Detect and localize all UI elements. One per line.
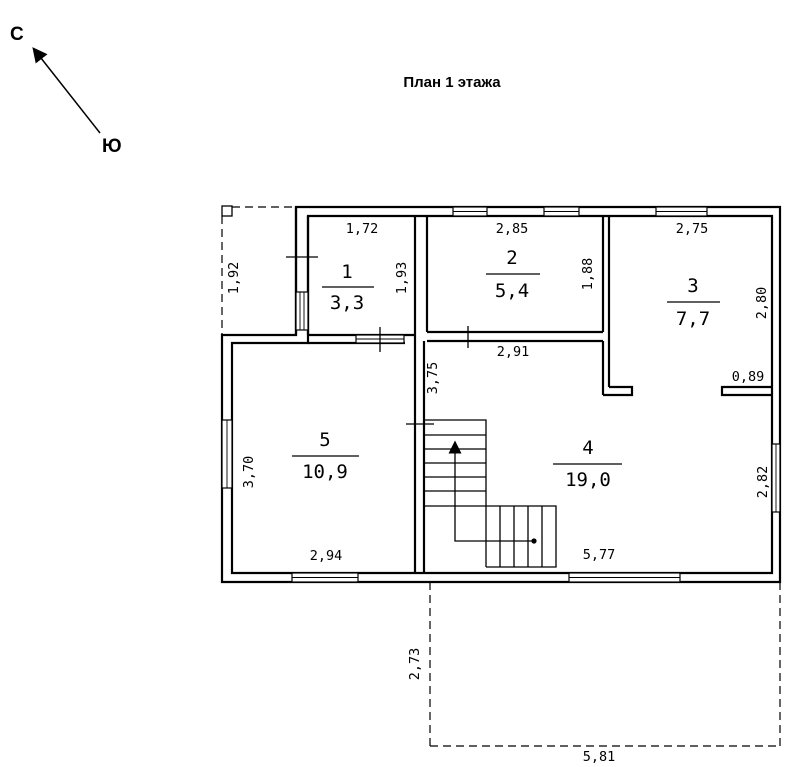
compass: С Ю	[10, 24, 122, 157]
room-label-3: 3 7,7	[667, 275, 720, 330]
room-label-5: 5 10,9	[292, 429, 359, 483]
walls	[220, 205, 782, 584]
window-room1-side	[295, 291, 309, 331]
window-top-3	[655, 206, 708, 217]
plan-title: План 1 этажа	[403, 74, 501, 91]
room-number: 1	[341, 261, 352, 283]
room-area: 19,0	[565, 469, 611, 491]
windows	[221, 206, 781, 583]
dim-room2-height: 1,88	[580, 258, 596, 291]
dim-room4-top: 2,91	[497, 344, 530, 360]
window-top-2	[543, 206, 580, 217]
room-area: 10,9	[302, 461, 348, 483]
porch-outline	[221, 205, 296, 335]
room-label-4: 4 19,0	[553, 437, 622, 491]
dim-room5-height: 3,70	[241, 456, 257, 489]
room-number: 2	[506, 247, 517, 269]
dim-room4-right: 2,82	[755, 466, 771, 499]
window-right-room4	[771, 443, 781, 513]
compass-arrow-icon	[32, 47, 101, 134]
dim-porch-left-height: 1,92	[226, 262, 242, 295]
room-number: 5	[319, 429, 330, 451]
compass-south-label: Ю	[102, 136, 122, 157]
room-area: 7,7	[676, 308, 710, 330]
dim-room5-bottom: 2,94	[310, 548, 343, 564]
compass-north-label: С	[10, 24, 24, 45]
door-marks	[286, 256, 469, 425]
dim-room2-width: 2,85	[496, 221, 529, 237]
dim-room4-bottom: 5,77	[583, 547, 616, 563]
dim-room3-height: 2,80	[754, 287, 770, 320]
window-bottom-room4	[568, 572, 681, 583]
dim-room1-height: 1,93	[394, 262, 410, 295]
stair-direction-arrow-icon	[448, 440, 534, 542]
dim-room4-partition: 0,89	[732, 369, 765, 385]
room-area: 5,4	[495, 280, 529, 302]
room-number: 3	[687, 275, 698, 297]
dim-room1-width: 1,72	[346, 221, 379, 237]
room-number: 4	[582, 437, 593, 459]
room-label-1: 1 3,3	[322, 261, 374, 314]
dim-terrace-width: 5,81	[583, 749, 616, 765]
dim-room4-left: 3,75	[425, 362, 441, 395]
terrace-outline	[429, 582, 781, 747]
staircase	[424, 419, 557, 568]
window-left-room5	[221, 419, 233, 489]
dim-room3-width: 2,75	[676, 221, 709, 237]
room-label-2: 2 5,4	[486, 247, 540, 302]
room-area: 3,3	[330, 292, 364, 314]
dim-terrace-height: 2,73	[407, 648, 423, 681]
window-bottom-room5	[291, 572, 359, 583]
dimension-labels: 1,92 1,72 1,93 2,85 1,88 2,75 2,80 2,91 …	[226, 221, 771, 765]
window-top-1	[452, 206, 488, 217]
